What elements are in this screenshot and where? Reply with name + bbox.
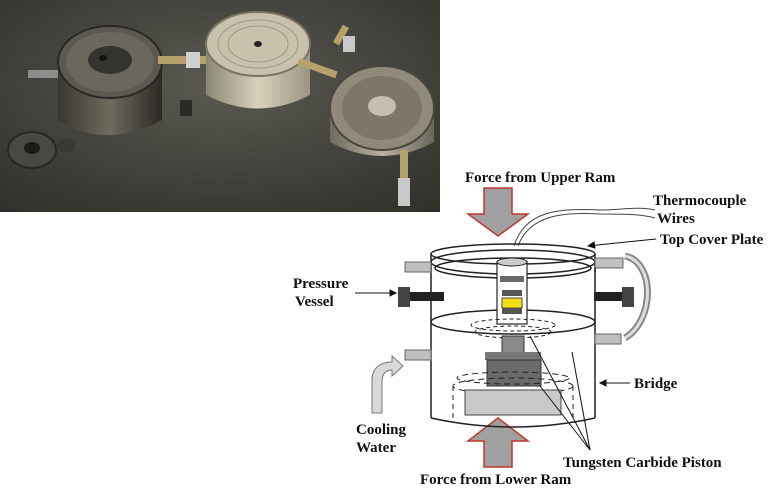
- label-cooling: Cooling: [356, 422, 407, 438]
- upper-ram-arrow: [465, 187, 531, 237]
- lower-ram-arrow: [465, 417, 531, 468]
- label-force-upper: Force from Upper Ram: [465, 170, 616, 186]
- label-thermocouple: Thermocouple: [653, 193, 747, 209]
- label-top-cover-plate: Top Cover Plate: [660, 232, 764, 248]
- thermocouple-wires: [513, 207, 656, 247]
- label-tungsten: Tungsten Carbide Piston: [563, 455, 722, 471]
- pressure-vessel-photo: [0, 0, 440, 212]
- fittings: [398, 252, 651, 361]
- sample-cell: [496, 257, 528, 325]
- label-pressure: Pressure: [293, 276, 349, 292]
- label-water: Water: [356, 440, 396, 456]
- label-wires: Wires: [657, 211, 695, 227]
- label-vessel: Vessel: [295, 294, 334, 310]
- label-force-lower: Force from Lower Ram: [420, 472, 572, 488]
- bridge-and-piston: [452, 318, 574, 418]
- leader-lines: [355, 238, 657, 451]
- label-bridge: Bridge: [634, 376, 678, 392]
- cooling-water-arrow: [371, 354, 404, 414]
